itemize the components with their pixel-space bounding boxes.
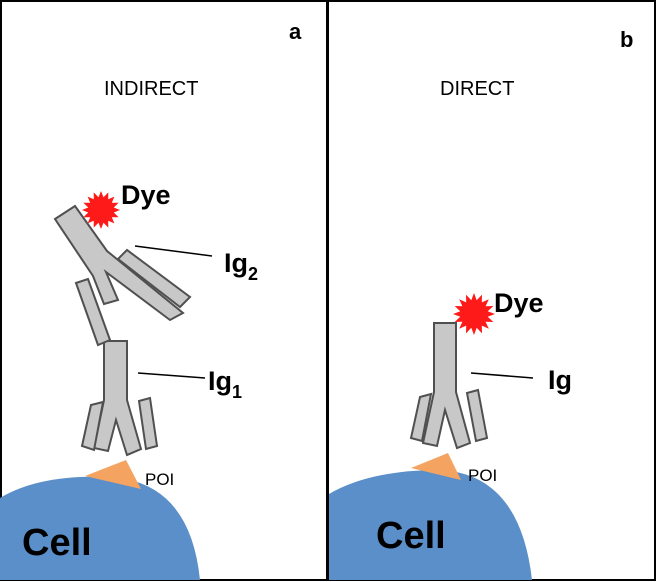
dye-starburst-icon [82,191,120,229]
ig1-antibody-icon [80,340,159,457]
cell-icon [0,476,200,580]
panel-a-ig2-label: Ig2 [224,248,258,284]
ig1-pointer-line [137,372,206,379]
panel-b-title: DIRECT [440,78,514,100]
panel-b-cell-label: Cell [376,515,446,557]
panel-a: a INDIRECT Cell POI Ig1 Ig2 Dye [0,19,302,580]
panel-b: b DIRECT Cell POI Ig Dye [329,27,633,580]
panel-a-letter: a [289,19,302,44]
poi-icon [411,453,461,480]
cell-icon [329,470,532,580]
panel-a-title: INDIRECT [104,78,198,100]
panel-a-poi-label: POI [145,470,174,489]
panel-a-dye-label: Dye [121,180,171,210]
panel-b-ig-label: Ig [548,365,572,395]
ig-antibody-icon [409,322,489,450]
panel-a-cell-label: Cell [22,522,92,564]
panel-a-ig1-label: Ig1 [208,366,242,402]
ig2-antibody-icon [53,204,192,347]
ig2-pointer-line [134,245,213,257]
panel-b-poi-label: POI [468,466,497,485]
poi-icon [85,460,141,489]
ig-pointer-line [470,372,534,379]
panel-b-letter: b [620,27,633,52]
panel-b-dye-label: Dye [494,288,544,318]
dye-starburst-icon [453,293,495,335]
